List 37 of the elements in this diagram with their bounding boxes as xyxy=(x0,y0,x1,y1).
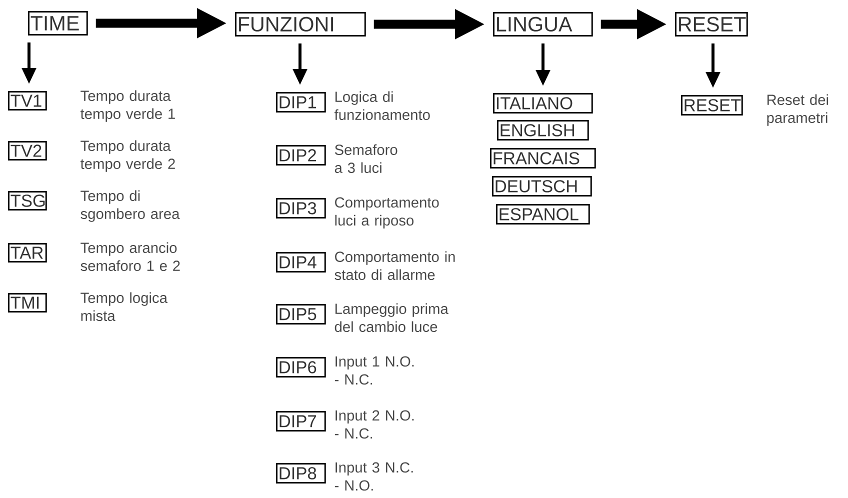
menu-box: ESPANOL xyxy=(496,204,590,224)
menu-box: FUNZIONI xyxy=(235,12,366,36)
description-text: Input 3 N.C. - N.O. xyxy=(334,462,413,491)
description-text: Tempo durata tempo verde 2 xyxy=(80,140,175,172)
description-text: Comportamento in stato di allarme xyxy=(334,251,455,280)
menu-box: LINGUA xyxy=(493,12,593,36)
menu-box: TIME xyxy=(28,11,88,36)
description-text: Logica di funzionamento xyxy=(334,91,430,120)
menu-box: DIP6 xyxy=(276,357,326,378)
menu-box: RESET xyxy=(681,95,743,116)
description-text: Lampeggio prima del cambio luce xyxy=(334,303,448,332)
description-text: Input 1 N.O. - N.C. xyxy=(334,356,414,385)
menu-box: FRANCAIS xyxy=(490,148,596,168)
menu-box: DIP8 xyxy=(276,463,326,484)
menu-box: ITALIANO xyxy=(493,93,593,114)
menu-box: ENGLISH xyxy=(497,120,589,140)
menu-box: TV1 xyxy=(8,91,47,110)
menu-box: DIP3 xyxy=(276,198,326,218)
description-text: Tempo arancio semaforo 1 e 2 xyxy=(80,242,180,272)
menu-box: TV2 xyxy=(8,141,47,160)
menu-box: DIP5 xyxy=(276,304,326,324)
menu-box: DIP1 xyxy=(276,92,326,112)
description-text: Input 2 N.O. - N.C. xyxy=(334,410,414,439)
menu-box: TAR xyxy=(8,243,47,262)
menu-box: DIP4 xyxy=(276,252,326,272)
description-text: Reset dei parametri xyxy=(767,94,828,126)
description-text: Tempo durata tempo verde 1 xyxy=(80,90,175,122)
menu-box: DIP2 xyxy=(276,145,326,166)
description-text: Comportamento luci a riposo xyxy=(335,197,439,229)
menu-box: RESET xyxy=(675,12,748,36)
description-text: Tempo di sgombero area xyxy=(80,190,180,222)
menu-box: DIP7 xyxy=(276,411,326,432)
description-text: Semaforo a 3 luci xyxy=(334,144,398,174)
menu-box: DEUTSCH xyxy=(492,176,592,196)
description-text: Tempo logica mista xyxy=(80,292,168,322)
menu-box: TMI xyxy=(8,293,47,312)
menu-box: TSG xyxy=(8,191,47,210)
